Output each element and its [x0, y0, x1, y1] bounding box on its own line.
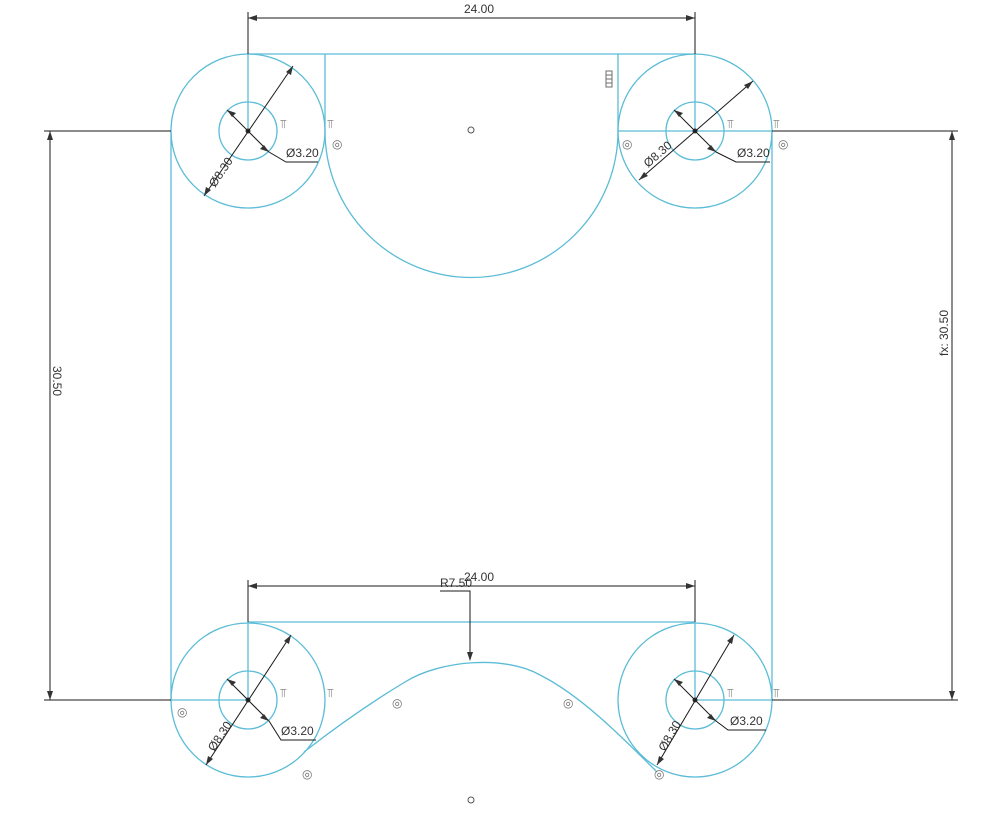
coincident-constraint-icon[interactable]: ◎ — [654, 767, 664, 781]
top-semicircle-cutout[interactable] — [324, 130, 619, 279]
sketch-geometry — [170, 53, 773, 804]
bottom-width-dimension-text[interactable]: 24.00 — [464, 570, 494, 584]
coincident-constraint-icon[interactable]: ◎ — [177, 705, 187, 719]
top-right-boss-hole-circle[interactable] — [665, 101, 725, 161]
top-left-outer-diameter-text[interactable]: Ø8.30 — [206, 154, 236, 189]
constraint-glyphs: ⫪ ⫪ ⫪ ⫪ ⫪ ⫪ ⫪ ⫪ ◎ ◎ ◎ ◎ ◎ ◎ ◎ ◎ — [177, 70, 788, 781]
top-left-hole-diameter-text[interactable]: Ø3.20 — [286, 146, 319, 160]
top-right-hole-diameter-text[interactable]: Ø3.20 — [737, 146, 770, 160]
coincident-constraint-icon[interactable]: ◎ — [778, 137, 788, 151]
tangent-constraint-icon[interactable]: ⫪ — [727, 117, 734, 131]
tangent-constraint-icon[interactable]: ⫪ — [773, 686, 780, 700]
coincident-constraint-icon[interactable]: ◎ — [392, 696, 402, 710]
bottom-left-boss-hole-circle[interactable] — [218, 670, 278, 730]
top-right-outer-diameter-text[interactable]: Ø8.30 — [641, 138, 675, 170]
tangent-constraint-icon[interactable]: ⫪ — [773, 117, 780, 131]
bottom-arc-center-point[interactable] — [467, 796, 475, 804]
coincident-constraint-icon[interactable]: ◎ — [302, 767, 312, 781]
coincident-constraint-icon[interactable]: ◎ — [563, 696, 573, 710]
top-width-dimension-text[interactable]: 24.00 — [464, 2, 494, 16]
bottom-left-hole-diameter-text[interactable]: Ø3.20 — [281, 724, 314, 738]
tangent-constraint-icon[interactable]: ⫪ — [280, 686, 287, 700]
top-left-boss-hole-circle[interactable] — [218, 101, 278, 161]
bottom-arch-curve[interactable] — [303, 661, 658, 773]
bottom-right-hole-diameter-text[interactable]: Ø3.20 — [730, 714, 763, 728]
left-height-dimension-text[interactable]: 30.50 — [50, 366, 64, 396]
right-height-dimension-text[interactable]: fx: 30.50 — [937, 310, 951, 356]
coincident-constraint-icon[interactable]: ◎ — [332, 137, 342, 151]
tangent-constraint-icon[interactable]: ⫪ — [327, 686, 334, 700]
arc-radius-dimension-text[interactable]: R7.50 — [440, 576, 472, 590]
top-arc-center-point[interactable] — [467, 126, 475, 134]
bottom-right-boss-hole-circle[interactable] — [665, 670, 725, 730]
coincident-constraint-icon[interactable]: ◎ — [622, 137, 632, 151]
tangent-constraint-icon[interactable]: ⫪ — [727, 686, 734, 700]
bottom-right-outer-diameter-text[interactable]: Ø8.30 — [655, 718, 684, 754]
tangent-constraint-icon[interactable]: ⫪ — [327, 117, 334, 131]
dimension-annotations: 24.00 24.00 R7.50 30.50 fx: 30.50 Ø8.30 — [44, 2, 958, 766]
bottom-left-outer-diameter-text[interactable]: Ø8.30 — [205, 718, 235, 753]
tangent-constraint-icon[interactable]: ⫪ — [280, 117, 287, 131]
